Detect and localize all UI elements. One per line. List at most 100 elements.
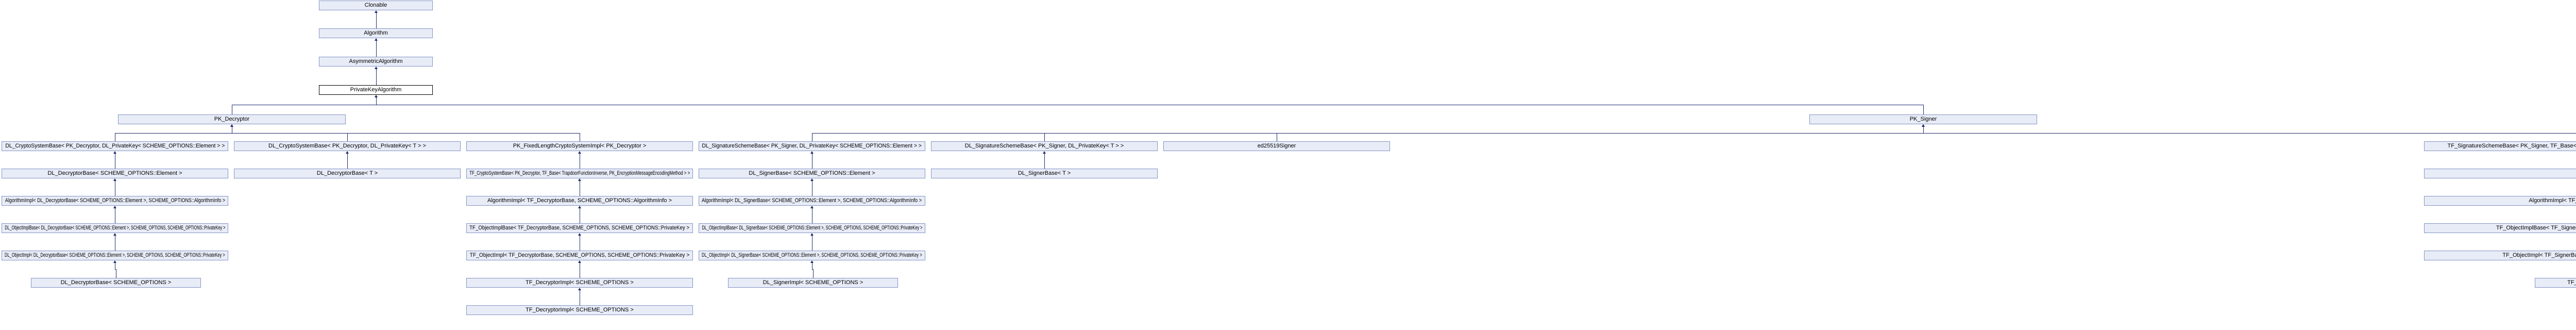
inheritance-arrowhead	[230, 124, 233, 127]
inheritance-arrowhead	[113, 151, 116, 154]
inheritance-arrowhead	[578, 151, 581, 154]
class-node-label: TF_ObjectImpl< TF_DecryptorBase, SCHEME_…	[469, 252, 690, 258]
edge-segment-vertical	[376, 41, 377, 57]
class-node-ai_tf_cs[interactable]: AlgorithmImpl< TF_DecryptorBase, SCHEME_…	[466, 196, 693, 206]
inheritance-arrowhead	[113, 260, 116, 263]
inheritance-arrowhead	[374, 67, 378, 69]
inheritance-arrowhead	[578, 206, 581, 208]
edge-segment-horizontal	[1923, 133, 2576, 134]
class-node-label: PK_Signer	[1909, 116, 1937, 122]
inheritance-arrowhead	[810, 233, 814, 236]
class-node-oi_tf_signer[interactable]: TF_ObjectImpl< TF_SignerBase, SCHEME_OPT…	[2424, 251, 2576, 260]
class-node-dl_dec_scheme[interactable]: DL_DecryptorBase< SCHEME_OPTIONS >	[31, 278, 201, 288]
inheritance-arrowhead	[113, 206, 116, 208]
class-node-clonable[interactable]: Clonable	[319, 1, 433, 10]
class-node-oi_dl_dec_elem[interactable]: DL_ObjectImpl< DL_DecryptorBase< SCHEME_…	[2, 251, 228, 260]
class-node-label: AsymmetricAlgorithm	[349, 58, 403, 64]
inheritance-arrowhead	[113, 178, 116, 181]
class-node-label: TF_DecryptorImpl< SCHEME_OPTIONS >	[526, 307, 634, 313]
class-node-label: Clonable	[364, 2, 387, 8]
class-node-dl_cs_dec_elem[interactable]: DL_CryptoSystemBase< PK_Decryptor, DL_Pr…	[2, 141, 228, 151]
class-node-tf_ss_sig[interactable]: TF_SignatureSchemeBase< PK_Signer, TF_Ba…	[2424, 141, 2576, 151]
class-node-oib_tf_dec[interactable]: TF_ObjectImplBase< TF_DecryptorBase, SCH…	[466, 223, 693, 233]
edge-segment-horizontal	[115, 133, 232, 134]
class-node-ai_tf_signer[interactable]: AlgorithmImpl< TF_SignerBase, SCHEME_OPT…	[2424, 196, 2576, 206]
class-node-label: DL_DecryptorBase< T >	[316, 170, 378, 176]
class-node-oi_dl_sig_elem[interactable]: DL_ObjectImpl< DL_SignerBase< SCHEME_OPT…	[699, 251, 925, 260]
edge-segment-vertical	[376, 97, 377, 105]
class-node-ai_dl_sig_elem[interactable]: AlgorithmImpl< DL_SignerBase< SCHEME_OPT…	[699, 196, 925, 206]
class-node-tf_dec_bottom[interactable]: TF_DecryptorImpl< SCHEME_OPTIONS >	[466, 305, 693, 315]
class-node-label: DL_CryptoSystemBase< PK_Decryptor, DL_Pr…	[268, 143, 426, 149]
class-node-label: TF_ObjectImpl< TF_SignerBase, SCHEME_OPT…	[2502, 252, 2576, 258]
class-node-asymmetric[interactable]: AsymmetricAlgorithm	[319, 57, 433, 67]
class-node-dl_sig_scheme[interactable]: DL_SignerImpl< SCHEME_OPTIONS >	[728, 278, 898, 288]
class-node-oi_tf_dec[interactable]: TF_ObjectImpl< TF_DecryptorBase, SCHEME_…	[466, 251, 693, 260]
class-node-label: TF_SignatureSchemeBase< PK_Signer, TF_Ba…	[2447, 143, 2576, 149]
class-node-dl_sig_elem[interactable]: DL_SignerBase< SCHEME_OPTIONS::Element >	[699, 169, 925, 178]
class-node-tf_dec_scheme[interactable]: TF_DecryptorImpl< SCHEME_OPTIONS >	[466, 278, 693, 288]
class-node-label: DL_ObjectImpl< DL_DecryptorBase< SCHEME_…	[5, 252, 225, 258]
class-node-label: AlgorithmImpl< DL_SignerBase< SCHEME_OPT…	[702, 197, 922, 204]
class-node-ai_dl_dec_elem[interactable]: AlgorithmImpl< DL_DecryptorBase< SCHEME_…	[2, 196, 228, 206]
edge-segment-vertical	[1044, 133, 1045, 141]
edge-segment-vertical	[347, 154, 348, 169]
edge-segment-horizontal	[812, 269, 813, 270]
class-node-label: DL_ObjectImpl< DL_SignerBase< SCHEME_OPT…	[702, 252, 922, 258]
edge-segment-horizontal	[232, 133, 580, 134]
class-node-ed25519signer[interactable]: ed25519Signer	[1163, 141, 1390, 151]
class-node-tf_sig_scheme[interactable]: TF_SignerImpl< SCHEME_OPTIONS >	[2535, 278, 2576, 288]
class-node-dl_ss_sig_elem[interactable]: DL_SignatureSchemeBase< PK_Signer, DL_Pr…	[699, 141, 925, 151]
edge-segment-vertical	[1923, 105, 1924, 114]
class-node-label: AlgorithmImpl< TF_SignerBase, SCHEME_OPT…	[2529, 197, 2576, 204]
class-node-label: DL_SignatureSchemeBase< PK_Signer, DL_Pr…	[964, 143, 1124, 149]
inheritance-arrowhead	[113, 233, 116, 236]
class-node-label: DL_DecryptorBase< SCHEME_OPTIONS::Elemen…	[47, 170, 182, 176]
class-node-dl_ss_sig_t[interactable]: DL_SignatureSchemeBase< PK_Signer, DL_Pr…	[931, 141, 1158, 151]
inheritance-arrowhead	[810, 206, 814, 208]
class-node-pk_flcsi_dec[interactable]: PK_FixedLengthCryptoSystemImpl< PK_Decry…	[466, 141, 693, 151]
class-node-dl_cs_dec_t[interactable]: DL_CryptoSystemBase< PK_Decryptor, DL_Pr…	[234, 141, 461, 151]
class-node-label: TF_CryptoSystemBase< PK_Decryptor, TF_Ba…	[469, 170, 690, 176]
class-node-dl_sig_t[interactable]: DL_SignerBase< T >	[931, 169, 1158, 178]
class-node-label: PrivateKeyAlgorithm	[350, 87, 402, 93]
inheritance-arrowhead	[810, 260, 814, 263]
class-node-label: TF_SignerImpl< SCHEME_OPTIONS >	[2567, 279, 2576, 286]
class-node-pk_decryptor[interactable]: PK_Decryptor	[118, 114, 346, 124]
edge-segment-vertical	[376, 13, 377, 28]
class-node-label: TF_DecryptorImpl< SCHEME_OPTIONS >	[526, 279, 634, 286]
edge-segment-vertical	[1044, 154, 1045, 169]
class-node-label: AlgorithmImpl< DL_DecryptorBase< SCHEME_…	[5, 197, 225, 204]
class-node-oib_dl_sig_elem[interactable]: DL_ObjectImplBase< DL_SignerBase< SCHEME…	[699, 223, 925, 233]
class-node-label: TF_ObjectImplBase< TF_SignerBase, SCHEME…	[2496, 225, 2576, 231]
class-node-algorithm[interactable]: Algorithm	[319, 28, 433, 38]
class-node-label: DL_ObjectImplBase< DL_DecryptorBase< SCH…	[5, 225, 225, 231]
inheritance-arrowhead	[346, 151, 349, 154]
inheritance-arrowhead	[374, 95, 378, 97]
inheritance-arrowhead	[374, 10, 378, 13]
inheritance-arrowhead	[810, 178, 814, 181]
edge-segment-vertical	[347, 133, 348, 141]
class-node-label: DL_SignerImpl< SCHEME_OPTIONS >	[762, 279, 863, 286]
inheritance-arrowhead	[578, 178, 581, 181]
class-node-label: TF_ObjectImplBase< TF_DecryptorBase, SCH…	[469, 225, 690, 231]
class-node-label: DL_ObjectImplBase< DL_SignerBase< SCHEME…	[702, 225, 922, 231]
class-node-label: PK_FixedLengthCryptoSystemImpl< PK_Decry…	[513, 143, 647, 149]
class-node-oib_dl_dec_elem[interactable]: DL_ObjectImplBase< DL_DecryptorBase< SCH…	[2, 223, 228, 233]
class-node-tf_signerbase[interactable]: TF_SignerBase	[2424, 169, 2576, 178]
class-node-dl_dec_t[interactable]: DL_DecryptorBase< T >	[234, 169, 461, 178]
inheritance-arrowhead	[578, 288, 581, 290]
class-node-oib_tf_signer[interactable]: TF_ObjectImplBase< TF_SignerBase, SCHEME…	[2424, 223, 2576, 233]
inheritance-arrowhead	[374, 38, 378, 41]
class-node-tf_cs_base[interactable]: TF_CryptoSystemBase< PK_Decryptor, TF_Ba…	[466, 169, 693, 178]
class-node-label: AlgorithmImpl< TF_DecryptorBase, SCHEME_…	[487, 197, 672, 204]
class-node-label: DL_SignerBase< T >	[1018, 170, 1071, 176]
class-node-privatekeyalgorithm[interactable]: PrivateKeyAlgorithm	[319, 85, 433, 95]
inheritance-arrowhead	[1043, 151, 1046, 154]
class-node-dl_dec_elem[interactable]: DL_DecryptorBase< SCHEME_OPTIONS::Elemen…	[2, 169, 228, 178]
class-node-pk_signer[interactable]: PK_Signer	[1809, 114, 2037, 124]
edge-segment-vertical	[1923, 127, 1924, 133]
inheritance-arrowhead	[578, 233, 581, 236]
inheritance-arrowhead	[578, 260, 581, 263]
